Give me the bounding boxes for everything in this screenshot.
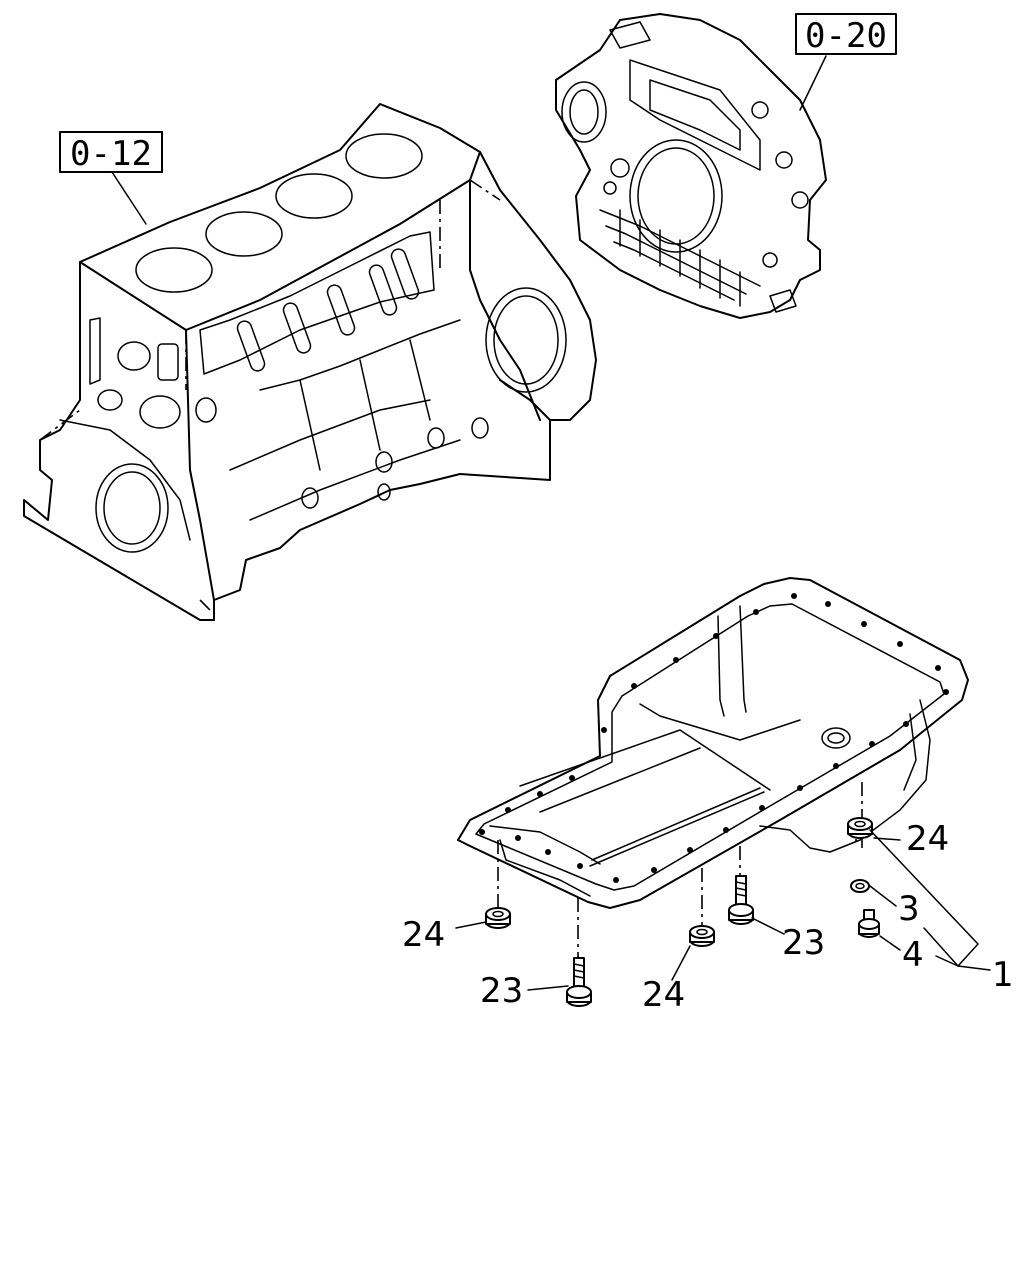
reference-label-0-20[interactable]: 0-20: [805, 16, 887, 56]
flange-nut-middle: [689, 925, 715, 947]
stud-bolt-left: [566, 957, 592, 1007]
drain-washer: [850, 879, 870, 893]
callout-24-right: 24: [906, 819, 949, 859]
callout-1: 1: [992, 955, 1014, 995]
flange-nut-right: [847, 817, 873, 839]
stud-bolt-right: [728, 875, 754, 925]
reference-label-0-12[interactable]: 0-12: [70, 134, 152, 174]
reference-box-0-12[interactable]: 0-12: [59, 131, 163, 174]
callout-24-middle: 24: [642, 975, 685, 1015]
callout-24-left: 24: [402, 915, 445, 955]
flange-nut-left: [485, 907, 511, 929]
drain-plug: [858, 909, 880, 938]
leader-lines: [111, 55, 991, 991]
reference-box-0-20[interactable]: 0-20: [795, 13, 897, 56]
callout-23-left: 23: [480, 971, 523, 1011]
fasteners: [485, 782, 880, 1007]
callout-23-right: 23: [782, 923, 825, 963]
callout-4: 4: [902, 935, 924, 975]
oil-pan-drawing: [457, 577, 969, 909]
cylinder-block-drawing: [23, 103, 597, 621]
flywheel-housing-drawing: [555, 13, 827, 319]
callout-3: 3: [898, 889, 920, 929]
